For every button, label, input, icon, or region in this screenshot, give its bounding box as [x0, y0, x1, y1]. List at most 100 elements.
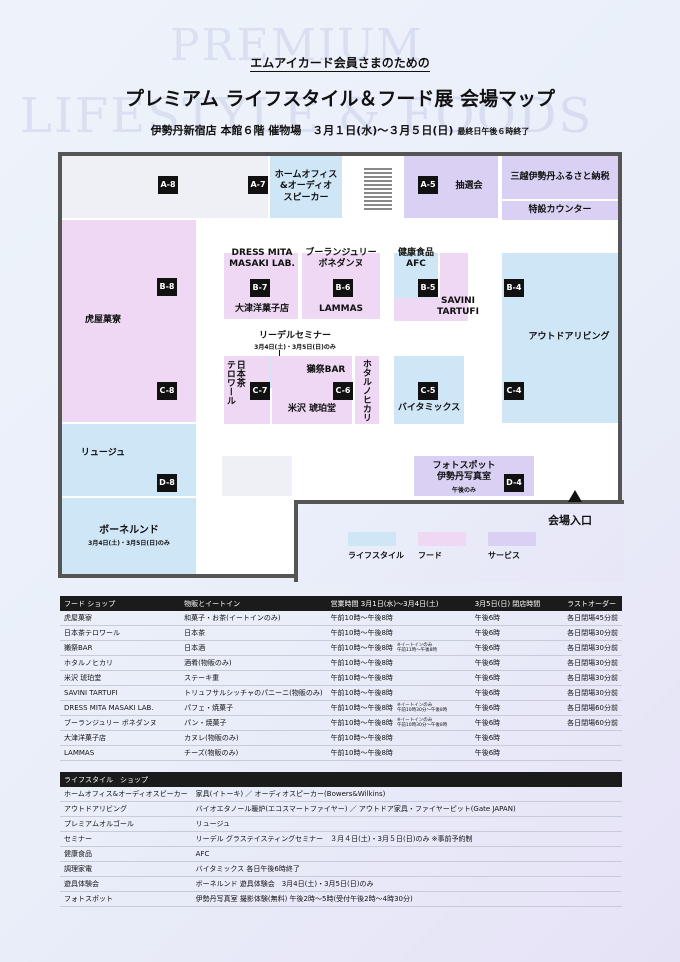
life-cell-desc: 伊勢丹写真室 撮影体験(無料) 午後2時〜5時(受付午後2時〜4時30分) — [191, 891, 622, 907]
note-photo: 午後のみ — [451, 487, 476, 494]
food-cell-shop: 米沢 琥珀堂 — [60, 670, 181, 686]
booth-code-c5: C-5 — [418, 382, 438, 400]
area-hotaru[interactable] — [355, 356, 379, 424]
food-cell-hours: 午前10時〜午後8時 — [326, 685, 471, 701]
food-cell-lo — [563, 745, 622, 761]
food-table-row: 虎屋菓寮和菓子・お茶(イートインのみ)午前10時〜午後8時午後6時各日閉場45分… — [60, 611, 622, 626]
food-cell-hours: 午前10時〜午後8時 — [326, 745, 471, 761]
legend-label-life: ライフスタイル — [348, 551, 404, 560]
food-cell-hours-note: ※イートインのみ 午前10時30分〜午後8時 — [396, 718, 448, 728]
label-lammas: LAMMAS — [318, 304, 364, 314]
food-col-hours: 営業時間 3月1日(水)〜3月4日(土) — [326, 596, 471, 611]
life-table-row: アウトドアリビングバイオエタノール暖炉(エコスマートファイヤー) ／ アウトドア… — [60, 801, 622, 817]
label-nihoncha: 日本茶 テロワール — [224, 360, 245, 405]
food-cell-type: トリュフサルシッチャのパニーニ(物販のみ) — [180, 685, 327, 701]
food-cell-close: 午後6時 — [470, 611, 564, 626]
page-title: プレミアム ライフスタイル＆フード展 会場マップ — [125, 88, 555, 110]
area-corridor — [222, 456, 292, 496]
life-cell-shop: プレミアムオルゴール — [60, 816, 192, 832]
food-cell-lo: 各日閉場30分前 — [563, 655, 622, 671]
label-hotaru: ホタルノヒカリ — [360, 359, 371, 422]
entrance-arrow-icon — [568, 490, 582, 502]
food-cell-close: 午後6時 — [470, 685, 564, 701]
label-dress: DRESS MITA MASAKI LAB. — [229, 248, 295, 270]
life-cell-desc: バイタミックス 各日午後6時終了 — [191, 861, 622, 877]
label-kohakudo: 米沢 琥珀堂 — [287, 404, 337, 414]
food-cell-type: チーズ(物販のみ) — [180, 745, 327, 761]
food-cell-type: ステーキ重 — [180, 670, 327, 686]
food-cell-lo — [563, 730, 622, 746]
watermark-premium: PREMIUM — [170, 20, 424, 71]
area-homeoffice[interactable]: ホームオフィス &オーディオ スピーカー — [270, 156, 342, 218]
food-cell-close: 午後6時 — [470, 700, 564, 716]
food-cell-hours: 午前10時〜午後8時 — [326, 730, 471, 746]
food-cell-hours: 午前10時〜午後8時※イートインのみ 午前10時30分〜午後8時 — [326, 700, 471, 716]
life-cell-shop: セミナー — [60, 831, 192, 847]
food-cell-close: 午後6時 — [470, 670, 564, 686]
booth-code-b5: B-5 — [418, 279, 438, 297]
life-table-row: 調理家電バイタミックス 各日午後6時終了 — [60, 861, 622, 877]
booth-code-c7: C-7 — [250, 382, 270, 400]
life-cell-desc: リュージュ — [191, 816, 622, 832]
food-cell-lo: 各日閉場30分前 — [563, 685, 622, 701]
food-cell-type: 日本酒 — [180, 640, 327, 656]
legend-swatch-life — [348, 532, 396, 546]
food-cell-close: 午後6時 — [470, 640, 564, 656]
food-table-header: フード ショップ 物販とイートイン 営業時間 3月1日(水)〜3月4日(土) 3… — [60, 596, 622, 611]
booth-code-a8: A-8 — [158, 176, 178, 194]
label-daitsu: 大津洋菓子店 — [234, 304, 289, 314]
food-cell-close: 午後6時 — [470, 655, 564, 671]
food-table-row: ホタルノヒカリ酒肴(物販のみ)午前10時〜午後8時午後6時各日閉場30分前 — [60, 655, 622, 671]
food-col-lo: ラストオーダー — [563, 596, 622, 611]
label-savini: SAVINI TARTUFI — [437, 296, 479, 318]
food-cell-close: 午後6時 — [470, 745, 564, 761]
food-table: フード ショップ 物販とイートイン 営業時間 3月1日(水)〜3月4日(土) 3… — [60, 596, 622, 761]
booth-code-c8: C-8 — [157, 382, 177, 400]
food-cell-hours: 午前10時〜午後8時 — [326, 670, 471, 686]
food-cell-shop: LAMMAS — [60, 745, 181, 761]
food-table-row: 日本茶テロワール日本茶午前10時〜午後8時午後6時各日閉場30分前 — [60, 625, 622, 641]
life-cell-shop: 遊具体験会 — [60, 876, 192, 892]
food-cell-type: パフェ・焼菓子 — [180, 700, 327, 716]
food-col-shop: フード ショップ — [60, 596, 181, 611]
food-cell-lo: 各日閉場30分前 — [563, 625, 622, 641]
food-cell-shop: 日本茶テロワール — [60, 625, 181, 641]
header-subtitle: エムアイカード会員さまのための — [250, 56, 430, 72]
area-tokusetsu[interactable]: 特設カウンター — [502, 201, 618, 220]
food-cell-shop: SAVINI TARTUFI — [60, 685, 181, 701]
booth-code-d4: D-4 — [504, 474, 524, 492]
life-cell-shop: ホームオフィス&オーディオスピーカー — [60, 787, 192, 802]
life-cell-desc: ボーネルンド 遊具体験会 3月4日(土)・3月5日(日)のみ — [191, 876, 622, 892]
food-cell-type: 日本茶 — [180, 625, 327, 641]
food-cell-hours-note: ※イートインのみ 午前11時〜午後8時 — [396, 643, 438, 653]
life-table: ライフスタイル ショップ ホームオフィス&オーディオスピーカー家具(イトーキ) … — [60, 772, 622, 907]
food-cell-close: 午後6時 — [470, 730, 564, 746]
label-kenko: 健康食品 AFC — [397, 248, 434, 270]
food-cell-type: 酒肴(物販のみ) — [180, 655, 327, 671]
booth-code-b8: B-8 — [157, 278, 177, 296]
life-cell-desc: バイオエタノール暖炉(エコスマートファイヤー) ／ アウトドア家具・ファイヤーピ… — [191, 801, 622, 817]
booth-code-b4: B-4 — [504, 279, 524, 297]
booth-code-a5-overlay: A-5 — [418, 176, 438, 194]
label-dassai: 獺祭BAR — [306, 365, 346, 375]
legend-swatch-food — [418, 532, 466, 546]
area-borlund[interactable]: ボーネルンド 3月4日(土)・3月5日(日)のみ — [62, 498, 196, 574]
food-table-row: 米沢 琥珀堂ステーキ重午前10時〜午後8時午後6時各日閉場30分前 — [60, 670, 622, 686]
legend-label-food: フード — [418, 551, 442, 560]
food-col-close: 3月5日(日) 閉店時間 — [470, 596, 564, 611]
food-table-row: ブーランジュリー ボネダンヌパン・焼菓子午前10時〜午後8時※イートインのみ 午… — [60, 715, 622, 731]
note-riedel: 3月4日(土)・3月5日(日)のみ — [254, 344, 336, 351]
food-cell-lo: 各日閉場60分前 — [563, 715, 622, 731]
food-col-type: 物販とイートイン — [180, 596, 327, 611]
life-cell-desc: 家具(イトーキ) ／ オーディオスピーカー(Bowers&Wilkins) — [191, 787, 622, 802]
life-cell-desc: AFC — [191, 846, 622, 862]
life-cell-desc: リーデル グラステイスティングセミナー ３月４日(土)・3月５日(日)のみ ※事… — [191, 831, 622, 847]
area-savini[interactable] — [394, 298, 468, 321]
venue-info: 伊勢丹新宿店 本館６階 催物場 ３月１日(水)〜３月５日(日)最終日午後６時終了 — [150, 124, 530, 137]
food-table-row: DRESS MITA MASAKI LAB.パフェ・焼菓子午前10時〜午後8時※… — [60, 700, 622, 716]
area-furusato[interactable]: 三越伊勢丹ふるさと納税 — [502, 156, 618, 199]
area-savini-upper[interactable] — [440, 253, 468, 298]
food-cell-lo: 各日閉場45分前 — [563, 611, 622, 626]
